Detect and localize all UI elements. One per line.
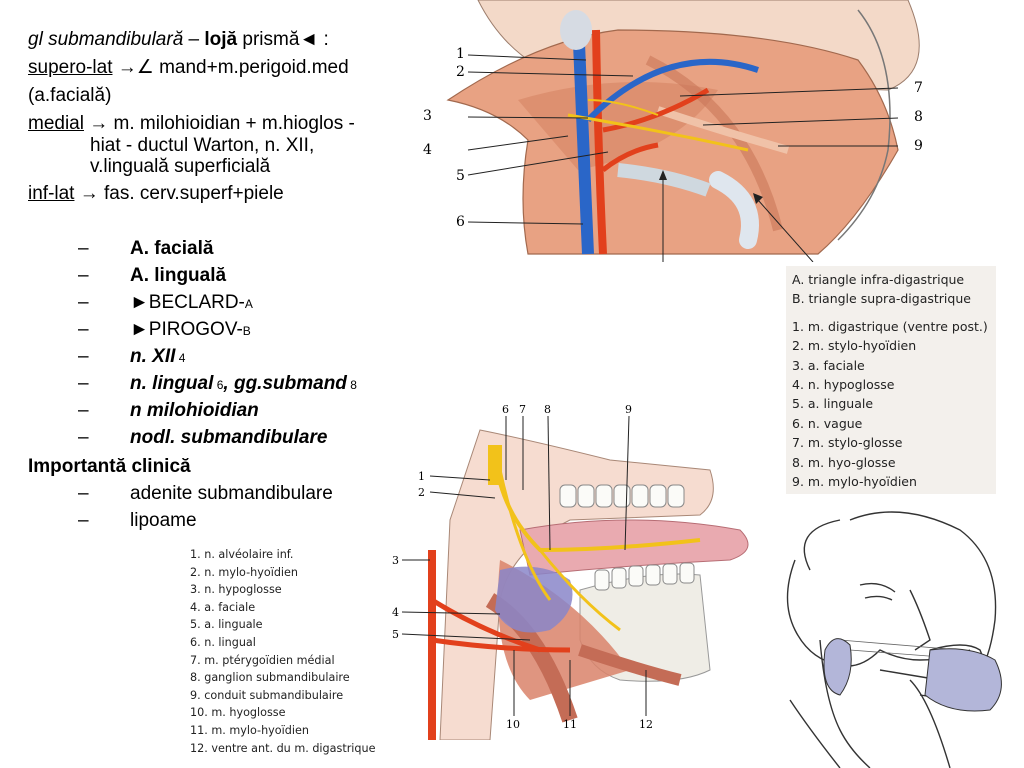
legend-item: 5. a. linguale: [792, 396, 874, 412]
legend-item: 7. m. stylo-glosse: [792, 435, 903, 451]
line-hiat: hiat - ductul Warton, n. XII,: [90, 135, 315, 156]
legend-item: 12. ventre ant. du m. digastrique: [190, 741, 376, 755]
legend-item: 1. m. digastrique (ventre post.): [792, 318, 988, 334]
fig1-number: 6: [456, 214, 465, 230]
legend-item: 6. n. lingual: [190, 635, 256, 649]
legend-item: 5. a. linguale: [190, 618, 263, 632]
inf-lat-label: inf-lat: [28, 183, 75, 204]
fig2-number: 1: [418, 470, 425, 483]
list-item: ►BECLARD-A: [130, 292, 253, 314]
legend-item: 4. n. hypoglosse: [792, 377, 895, 393]
prism-word: prismă◄ :: [237, 29, 329, 50]
legend-item: 7. m. ptérygoïdien médial: [190, 653, 335, 667]
legend-item: 9. conduit submandibulaire: [190, 688, 344, 702]
legend-item: 3. a. faciale: [792, 357, 865, 373]
list-item: n. XII 4: [130, 346, 185, 368]
list-dash: –: [78, 292, 89, 313]
list-dash: –: [78, 265, 89, 286]
list-item-sub: B: [242, 324, 251, 338]
gland-name: gl submandibulară: [28, 29, 184, 50]
list-item: A. linguală: [130, 265, 227, 286]
legend-bottom: 1. n. alvéolaire inf. 2. n. mylo-hyoïdie…: [190, 546, 376, 757]
list-dash: –: [78, 427, 89, 448]
line-vena: v.linguală superficială: [90, 156, 271, 177]
legend-item: 8. ganglion submandibulaire: [190, 671, 350, 685]
legend-item: B. triangle supra-digastrique: [792, 291, 971, 307]
list-item-text: ►BECLARD-: [130, 292, 245, 313]
fig1-number: 5: [456, 168, 465, 184]
line-medial: medial → m. milohioidian + m.hioglos -: [28, 112, 355, 136]
fig2-number: 8: [544, 403, 551, 416]
list-item: nodl. submandibulare: [130, 427, 328, 448]
list-dash: –: [78, 400, 89, 421]
loja-word: lojă: [204, 29, 238, 50]
list-dash: –: [78, 373, 89, 394]
legend-item: A. triangle infra-digastrique: [792, 272, 965, 287]
legend-item: 2. n. mylo-hyoïdien: [190, 565, 298, 579]
fig2-number: 11: [563, 718, 577, 731]
list-item-text: ►PIROGOV-: [130, 319, 243, 340]
legend-item: 1. n. alvéolaire inf.: [190, 548, 294, 561]
fig2-number: 7: [519, 403, 526, 416]
inf-lat-text: → fas. cerv.superf+piele: [74, 183, 284, 204]
legend-item: 3. n. hypoglosse: [190, 583, 282, 597]
legend-item: 10. m. hyoglosse: [190, 706, 286, 720]
list-item: n milohioidian: [130, 400, 259, 421]
list-dash: –: [78, 346, 89, 367]
line-inf-lat: inf-lat → fas. cerv.superf+piele: [28, 182, 284, 206]
list-item-sub: 6: [213, 378, 224, 392]
fig1-number: 9: [914, 138, 923, 154]
fig2-number: 6: [502, 403, 509, 416]
fig1-number: 3: [423, 108, 432, 124]
legend-item: 4. a. faciale: [190, 600, 256, 614]
legend-right: A. triangle infra-digastrique B. triangl…: [786, 266, 996, 494]
supero-lat-label: supero-lat: [28, 57, 113, 78]
list-item: A. facială: [130, 238, 214, 259]
list-dash: –: [78, 319, 89, 340]
title-dash: –: [183, 29, 205, 50]
legend-item: 8. m. hyo-glosse: [792, 454, 896, 470]
palpation-sketch: [780, 500, 1020, 768]
fig1-number: 1: [456, 46, 465, 62]
line-a-faciala: (a.facială): [28, 85, 112, 106]
clinic-heading: Importantă clinică: [28, 456, 191, 477]
fig2-number: 12: [639, 718, 653, 731]
list-item: n. lingual 6, gg.submand 8: [130, 373, 357, 395]
fig2-number: 3: [392, 554, 399, 567]
line-title: gl submandibulară – lojă prismă◄ :: [28, 28, 329, 52]
fig2-number: 2: [418, 486, 425, 499]
medial-label: medial: [28, 113, 84, 134]
list-item-text: n. lingual: [130, 373, 214, 394]
list-dash: –: [78, 483, 89, 504]
fig1-number: 2: [456, 64, 465, 80]
list-dash: –: [78, 510, 89, 531]
list-item-text2: , gg.submand: [223, 373, 347, 394]
list-dash: –: [78, 238, 89, 259]
legend-item: 9. m. mylo-hyoïdien: [792, 474, 917, 490]
fig1-number: 7: [914, 80, 923, 96]
list-item-sub2: 8: [346, 378, 357, 392]
anatomy-figure-top: 1 2 3 4 5 6 7 8 9: [418, 0, 1018, 262]
clinic-item: adenite submandibulare: [130, 483, 333, 504]
fig2-number: 9: [625, 403, 632, 416]
legend-item: 11. m. mylo-hyoïdien: [190, 723, 309, 737]
medial-text: → m. milohioidian + m.hioglos -: [83, 113, 355, 134]
anatomy-figure-bottom: 1 2 3 4 5 6 7 8 9 10 11 12: [380, 400, 780, 740]
fig1-number: 8: [914, 109, 923, 125]
fig2-number: 4: [392, 606, 399, 619]
list-item-sub: A: [244, 297, 253, 311]
fig2-number: 10: [506, 718, 520, 731]
list-item: ►PIROGOV-B: [130, 319, 251, 341]
supero-lat-text: →∠ mand+m.perigoid.med: [112, 57, 349, 78]
line-supero-lat: supero-lat →∠ mand+m.perigoid.med: [28, 56, 349, 80]
list-item-sub: 4: [175, 351, 186, 365]
fig2-number: 5: [392, 628, 399, 641]
list-item-text: n. XII: [130, 346, 176, 367]
fig1-number: 4: [423, 142, 432, 158]
legend-item: 2. m. stylo-hyoïdien: [792, 338, 917, 354]
legend-item: 6. n. vague: [792, 415, 863, 431]
clinic-item: lipoame: [130, 510, 197, 531]
